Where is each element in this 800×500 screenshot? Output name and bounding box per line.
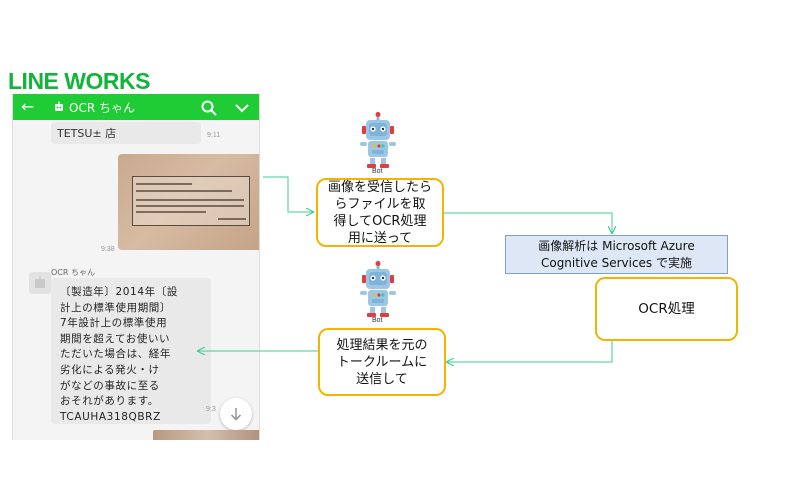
scroll-down-button[interactable] (220, 398, 252, 430)
step-text-line: らファイルを取 (334, 196, 426, 212)
ocr-result-line: TCAUHA318QBRZ (60, 410, 161, 423)
step-text-line: 用に送って (347, 230, 413, 246)
chat-header: ← OCR ちゃん (13, 94, 259, 120)
photo-text-line (136, 183, 192, 185)
reply-time: 9:3 (206, 406, 216, 413)
ocr-result-line: 期間を超えてお使いい (60, 332, 171, 345)
photo-text-line (136, 205, 244, 207)
photo-text-line (218, 218, 246, 220)
line-works-logo: LINE WORKS (8, 68, 150, 94)
flow-arrow-receive-to-azure (443, 212, 612, 233)
ocr-result-line: おそれがあります。 (60, 395, 159, 408)
bot-avatar-icon (35, 277, 45, 288)
back-arrow-icon[interactable]: ← (21, 97, 35, 116)
step-text-line: 送信して (356, 371, 408, 387)
chat-screen: ← OCR ちゃん TETSU± 店 9:11 9:38 OCR (12, 94, 260, 440)
search-icon[interactable] (200, 99, 218, 117)
send-result-step: 処理結果を元の トークルームに 送信して (318, 328, 446, 396)
message-bubble-store: TETSU± 店 (51, 122, 201, 144)
ocr-result-line: がなどの事故に至る (60, 379, 160, 392)
flow-arrow-ocr-to-reply (447, 340, 613, 362)
step-text-line: トークルームに (336, 354, 428, 370)
ocr-processing-step: OCR処理 (595, 277, 738, 341)
sender-avatar[interactable] (29, 272, 51, 294)
step-text-line: 処理結果を元の (336, 337, 428, 353)
bot-label: Bot (372, 168, 383, 175)
label-photo[interactable] (118, 154, 259, 250)
ocr-result-line: 〔製造年〕2014年〔設 (60, 286, 178, 298)
photo-text-line (136, 199, 244, 201)
arrow-down-icon (230, 408, 242, 421)
robot-icon (360, 112, 396, 168)
ocr-result-bubble: 〔製造年〕2014年〔設 計上の標準使用期間〕 7年設計上の標準使用 期間を超え… (51, 278, 211, 424)
ocr-result-line: ただいた場合は、経年 (60, 348, 171, 361)
ocr-result-line: 劣化による発火・け (60, 363, 160, 376)
step-text-line: 得してOCR処理 (333, 213, 427, 229)
chat-title: OCR ちゃん (69, 101, 135, 115)
azure-text-line: Cognitive Services で実施 (540, 256, 693, 270)
photo-text-line (136, 211, 206, 213)
ocr-result-line: 7年設計上の標準使用 (60, 317, 168, 330)
chevron-down-icon[interactable] (233, 99, 251, 117)
next-photo-preview[interactable] (153, 430, 259, 440)
bot-avatar-icon (55, 101, 63, 111)
azure-analysis-banner: 画像解析は Microsoft Azure Cognitive Services… (505, 235, 728, 274)
bot-label: Bot (372, 317, 383, 324)
ocr-result-line: 計上の標準使用期間〕 (60, 301, 171, 314)
flow-arrow-photo-to-receive (263, 176, 313, 212)
step-text-line: 画像を受信したら (327, 179, 432, 195)
receive-image-step: 画像を受信したら らファイルを取 得してOCR処理 用に送って (316, 178, 444, 247)
message-time: 9:11 (207, 132, 221, 139)
sender-name: OCR ちゃん (51, 268, 95, 277)
azure-text-line: 画像解析は Microsoft Azure (538, 239, 695, 253)
photo-time: 9:38 (101, 246, 115, 253)
photo-text-line (136, 190, 232, 192)
robot-icon (360, 261, 396, 317)
